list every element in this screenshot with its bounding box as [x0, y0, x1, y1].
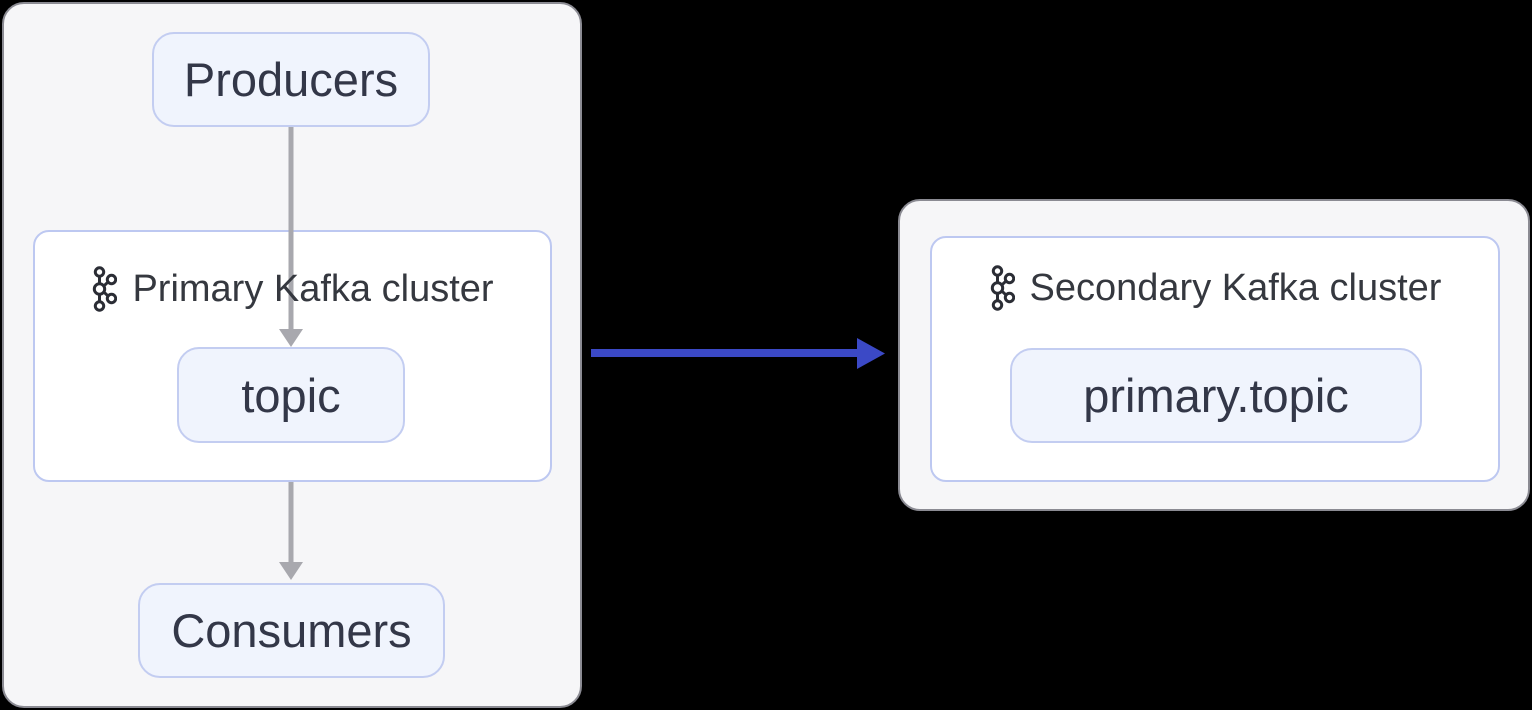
secondary-cluster-label: Secondary Kafka cluster: [930, 263, 1500, 313]
replication-arrow: [591, 338, 885, 369]
producers-label: Producers: [183, 53, 399, 106]
kafka-icon: [989, 265, 1015, 311]
topic-label: topic: [241, 368, 341, 422]
primary-cluster-label-text: Primary Kafka cluster: [132, 267, 494, 310]
primary-topic-label: primary.topic: [1083, 369, 1349, 422]
kafka-icon: [91, 266, 118, 312]
topic-node: topic: [177, 347, 405, 443]
primary-cluster-panel: Producers Primary Kafka cluster: [2, 2, 582, 708]
primary-cluster-label: Primary Kafka cluster: [33, 264, 552, 314]
producers-node: Producers: [152, 32, 430, 127]
primary-topic-node: primary.topic: [1010, 348, 1422, 443]
secondary-cluster-label-text: Secondary Kafka cluster: [1029, 266, 1442, 309]
consumers-label: Consumers: [171, 604, 412, 657]
consumers-node: Consumers: [138, 583, 445, 678]
secondary-cluster-panel: Secondary Kafka cluster primary.topic: [898, 199, 1530, 511]
